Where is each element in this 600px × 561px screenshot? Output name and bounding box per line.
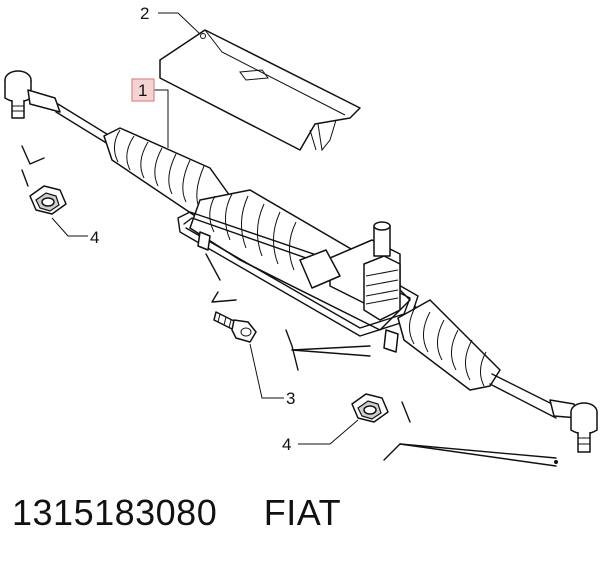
leader-lines [51, 12, 359, 445]
pinion-valve-body [299, 221, 401, 321]
brand-name: FIAT [263, 492, 342, 533]
callout-highlight-box [131, 78, 155, 102]
callout-3: 3 [286, 389, 295, 408]
steering-rack-diagram: 2 1 4 3 4 [4, 4, 598, 467]
bolt-part [213, 311, 257, 343]
part-number: 1315183080 [12, 492, 218, 533]
callout-1: 1 [131, 78, 155, 102]
callout-label-4-right: 4 [282, 435, 291, 454]
assembly-marks [21, 145, 558, 467]
footer-caption: 1315183080 FIAT [12, 492, 341, 542]
callout-label-4-left: 4 [90, 228, 99, 247]
callout-label-2: 2 [140, 4, 149, 23]
callout-label-3: 3 [286, 389, 295, 408]
callout-2: 2 [140, 4, 149, 23]
heat-shield-part [159, 29, 361, 152]
nut-right [351, 393, 389, 423]
right-tie-rod-end [489, 373, 598, 453]
mounting-bracket [177, 211, 419, 353]
callout-4-left: 4 [90, 228, 99, 247]
left-tie-rod-end [4, 70, 111, 145]
callout-label-1: 1 [138, 81, 147, 100]
callout-4-right: 4 [282, 435, 291, 454]
nut-left [29, 185, 67, 215]
right-bellows-boot [397, 299, 501, 391]
